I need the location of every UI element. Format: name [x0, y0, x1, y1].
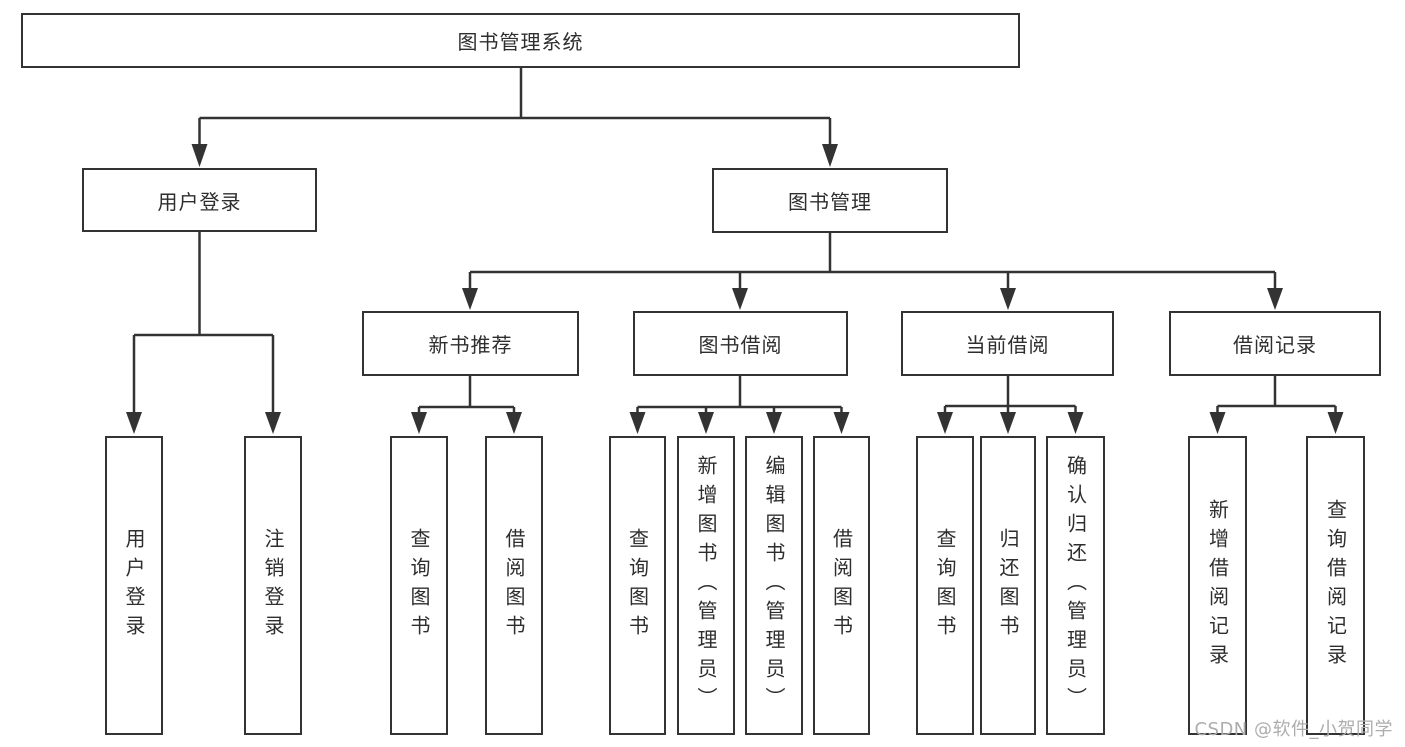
node-book-management: 图书管理 [712, 168, 948, 233]
leaf-bb-add-books-admin: 新增图书（管理员） [677, 436, 735, 735]
leaf-nb-borrow-books: 借阅图书 [485, 436, 543, 735]
connector-new-book-to-children [417, 376, 516, 413]
connector-current-borrow-to-children [943, 376, 1077, 413]
node-borrow-records: 借阅记录 [1169, 311, 1381, 376]
node-book-borrow: 图书借阅 [633, 311, 848, 376]
node-current-borrow: 当前借阅 [901, 311, 1114, 376]
leaf-br-query-borrow-record: 查询借阅记录 [1306, 436, 1365, 735]
arrowheads [126, 144, 1344, 434]
node-user-login: 用户登录 [82, 168, 317, 232]
connector-book-borrow-to-children [636, 376, 843, 413]
leaf-bb-query-books: 查询图书 [609, 436, 666, 735]
connector-book-management-to-children [468, 233, 1277, 290]
leaf-logout: 注销登录 [244, 436, 302, 735]
leaf-user-login: 用户登录 [105, 436, 163, 735]
leaf-cb-return-books: 归还图书 [980, 436, 1036, 735]
connector-root-to-level2 [198, 68, 832, 146]
node-new-book-recommend: 新书推荐 [362, 311, 579, 376]
leaf-cb-confirm-return-admin: 确认归还（管理员） [1046, 436, 1105, 735]
connector-borrow-records-to-children [1216, 376, 1337, 413]
leaf-cb-query-books: 查询图书 [916, 436, 974, 735]
leaf-bb-edit-books-admin: 编辑图书（管理员） [745, 436, 803, 735]
leaf-nb-query-books: 查询图书 [390, 436, 448, 735]
node-library-management-system: 图书管理系统 [21, 13, 1020, 68]
leaf-br-add-borrow-record: 新增借阅记录 [1188, 436, 1247, 735]
connector-user-login-to-children [132, 232, 275, 413]
leaf-bb-borrow-books: 借阅图书 [813, 436, 870, 735]
